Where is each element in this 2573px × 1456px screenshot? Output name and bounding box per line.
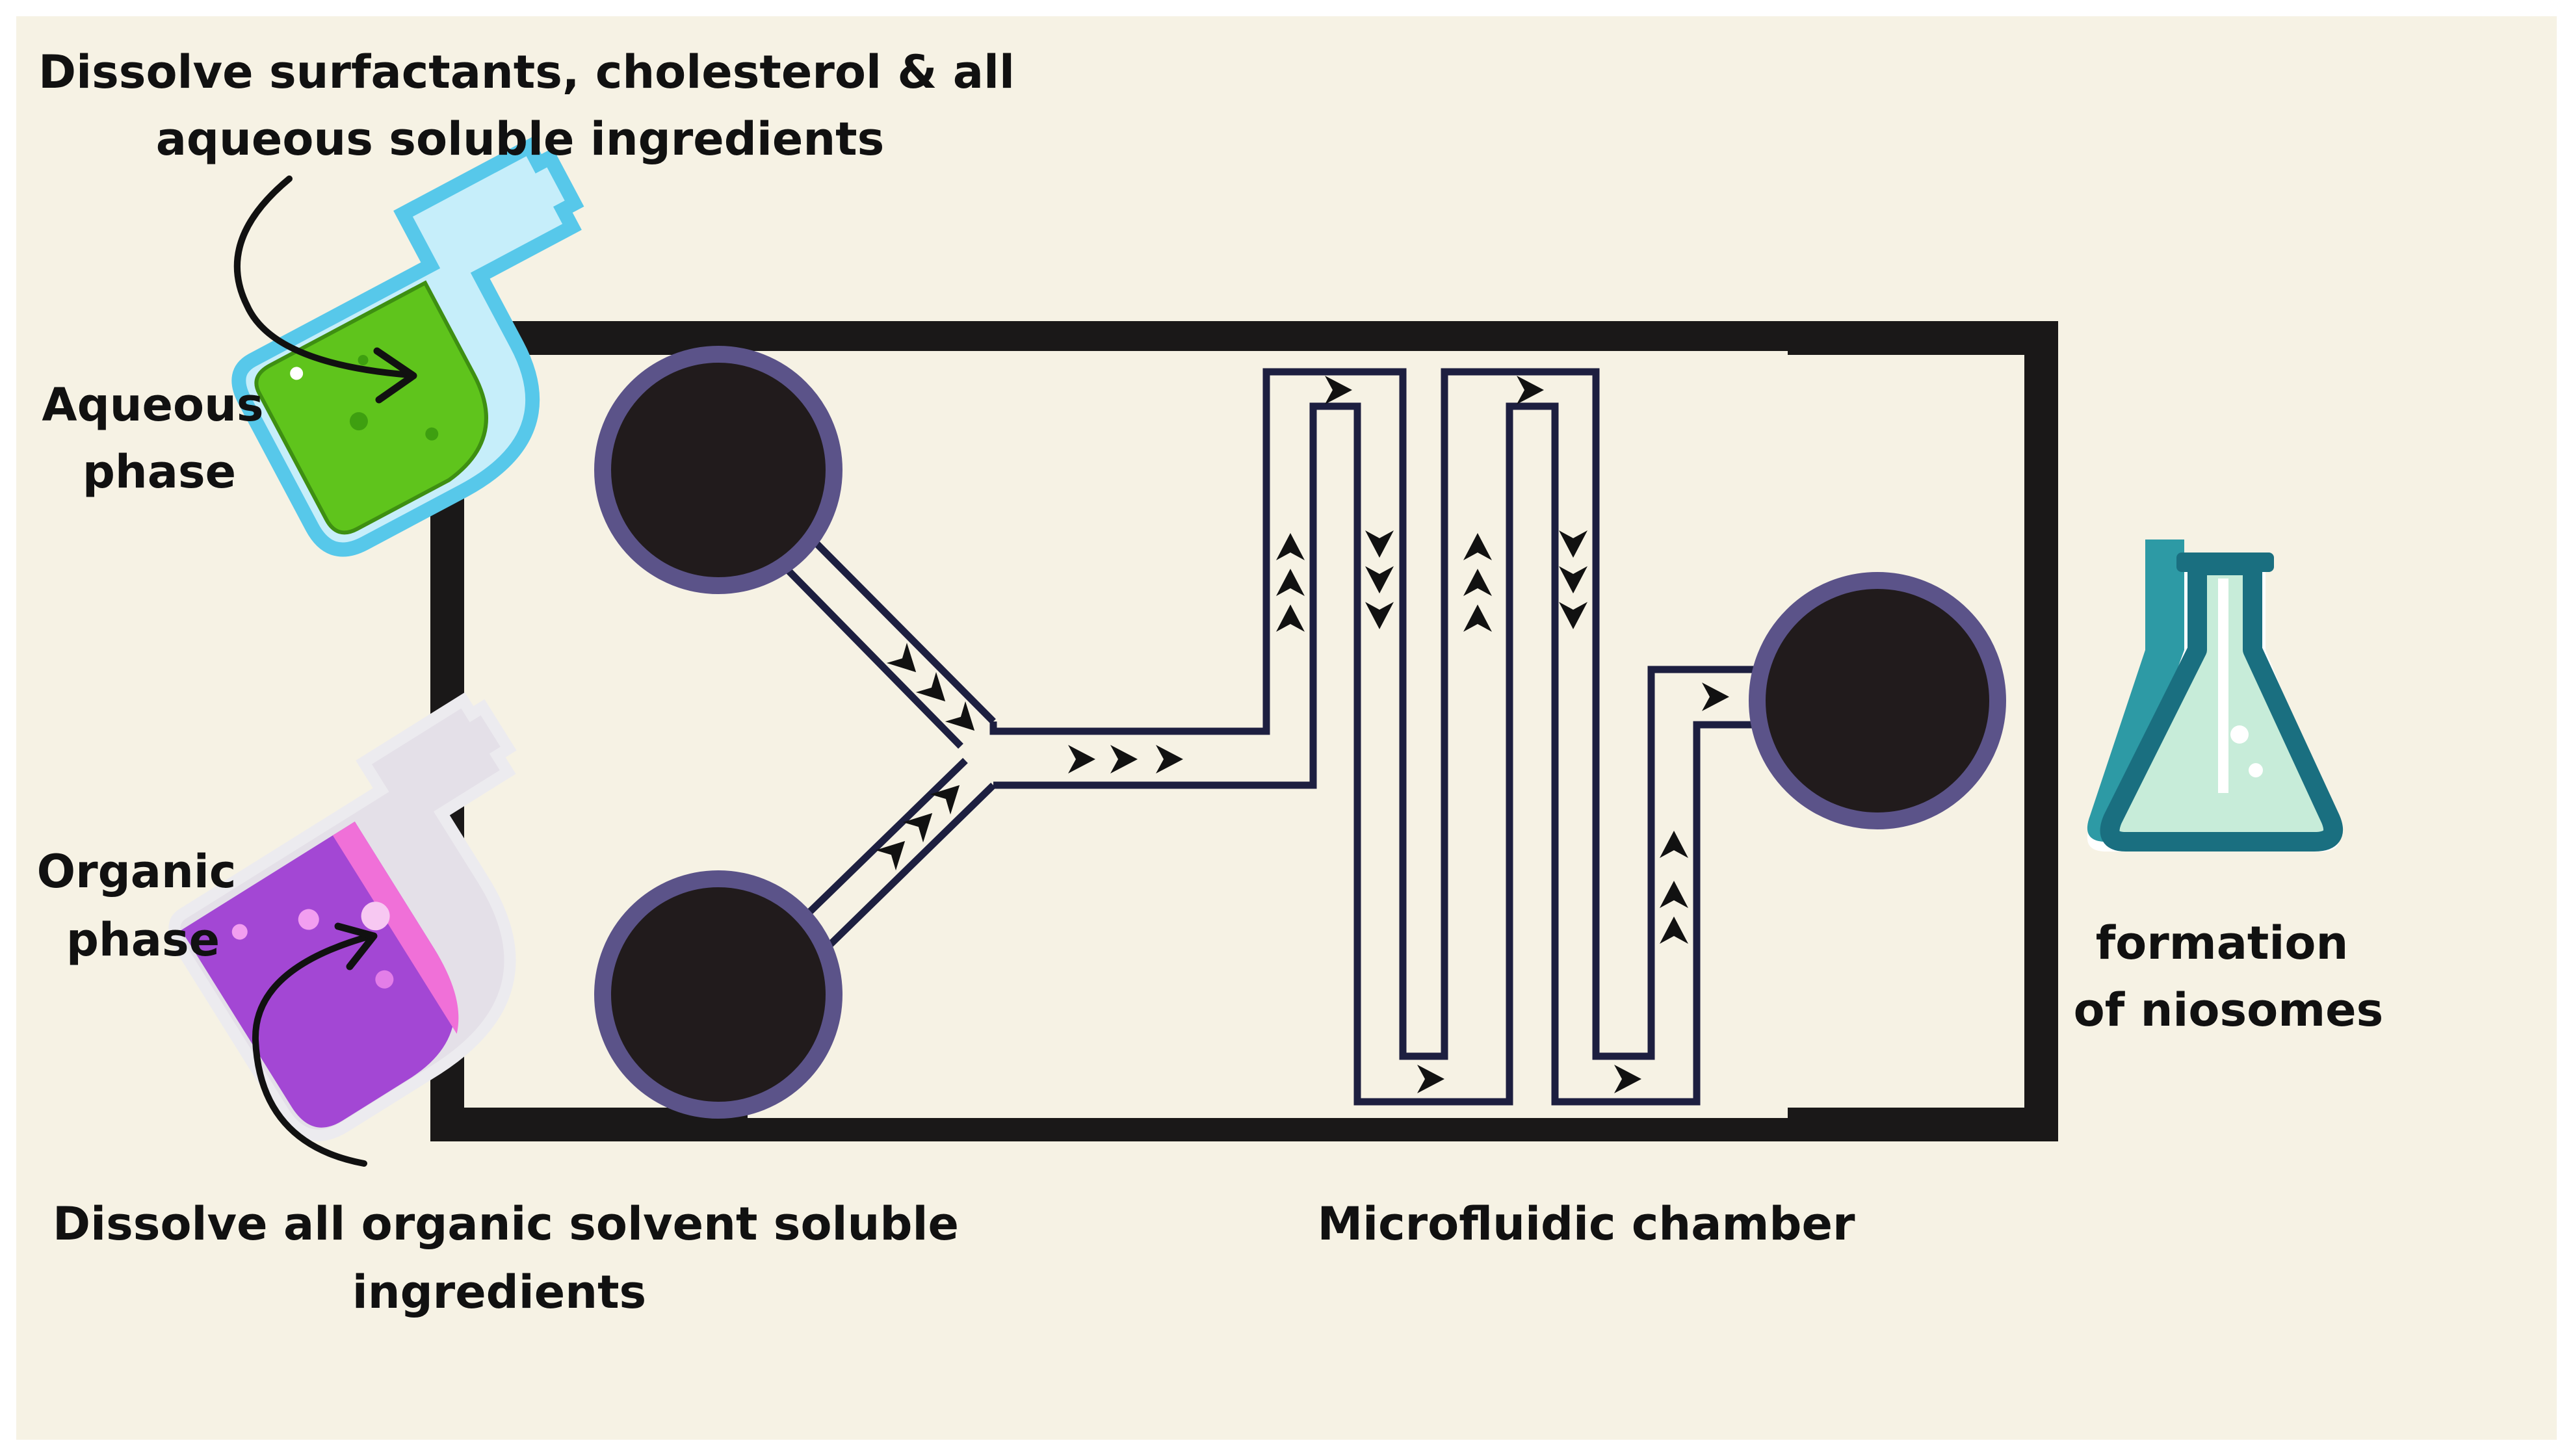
erlenmeyer-flask-green-icon xyxy=(231,136,584,557)
organic-flask-highlight xyxy=(332,822,459,1034)
bubble xyxy=(358,354,369,365)
main-channel-top xyxy=(989,368,1768,1060)
bubble xyxy=(2230,725,2249,744)
product-label-line1: formation xyxy=(2096,916,2349,970)
bubble xyxy=(231,924,248,940)
upper-inlet-line-1 xyxy=(810,537,996,724)
bubble xyxy=(298,909,319,930)
product-label-line2: of niosomes xyxy=(2074,983,2384,1037)
product-flask-back xyxy=(2087,540,2184,842)
aqueous-instruction-line1: Dissolve surfactants, cholesterol & all xyxy=(38,46,1015,99)
reservoirs xyxy=(594,346,2006,1119)
aqueous-phase-label-line1: Aqueous xyxy=(42,378,263,432)
product-flask-lip xyxy=(2176,552,2274,572)
organic-phase-label-line2: phase xyxy=(66,913,220,967)
curved-arrow-aqueous xyxy=(233,176,414,378)
erlenmeyer-flask-teal-icon xyxy=(2087,540,2343,852)
reservoir-outlet xyxy=(1749,572,2006,829)
upper-inlet-line-2 xyxy=(784,566,963,749)
curved-arrow-organic-head xyxy=(334,922,378,970)
clean-channel-redraw xyxy=(748,351,1788,1118)
organic-instruction-line2: ingredients xyxy=(352,1266,646,1319)
lower-inlet-line-1 xyxy=(796,758,968,926)
organic-instruction-line1: Dissolve all organic solvent soluble xyxy=(53,1197,959,1251)
bubble xyxy=(361,902,390,931)
aqueous-instruction-line2: aqueous soluble ingredients xyxy=(156,112,885,166)
curved-arrow-organic xyxy=(252,933,374,1167)
curved-arrow-aqueous-head xyxy=(373,347,417,404)
bubble xyxy=(349,412,368,431)
bubble xyxy=(290,367,304,380)
chamber-label: Microfluidic chamber xyxy=(1317,1197,1855,1251)
aqueous-phase-label-line2: phase xyxy=(83,445,236,499)
bubble xyxy=(425,427,439,441)
reservoir-organic-inlet xyxy=(594,870,842,1119)
organic-phase-label-line1: Organic xyxy=(37,845,237,898)
lower-inlet-line-2 xyxy=(822,783,996,953)
aqueous-flask-liquid xyxy=(254,280,488,535)
bubble xyxy=(2249,763,2263,777)
main-channel-bottom xyxy=(993,402,1768,1106)
reservoir-aqueous-inlet xyxy=(594,346,842,594)
bubble xyxy=(375,970,394,989)
